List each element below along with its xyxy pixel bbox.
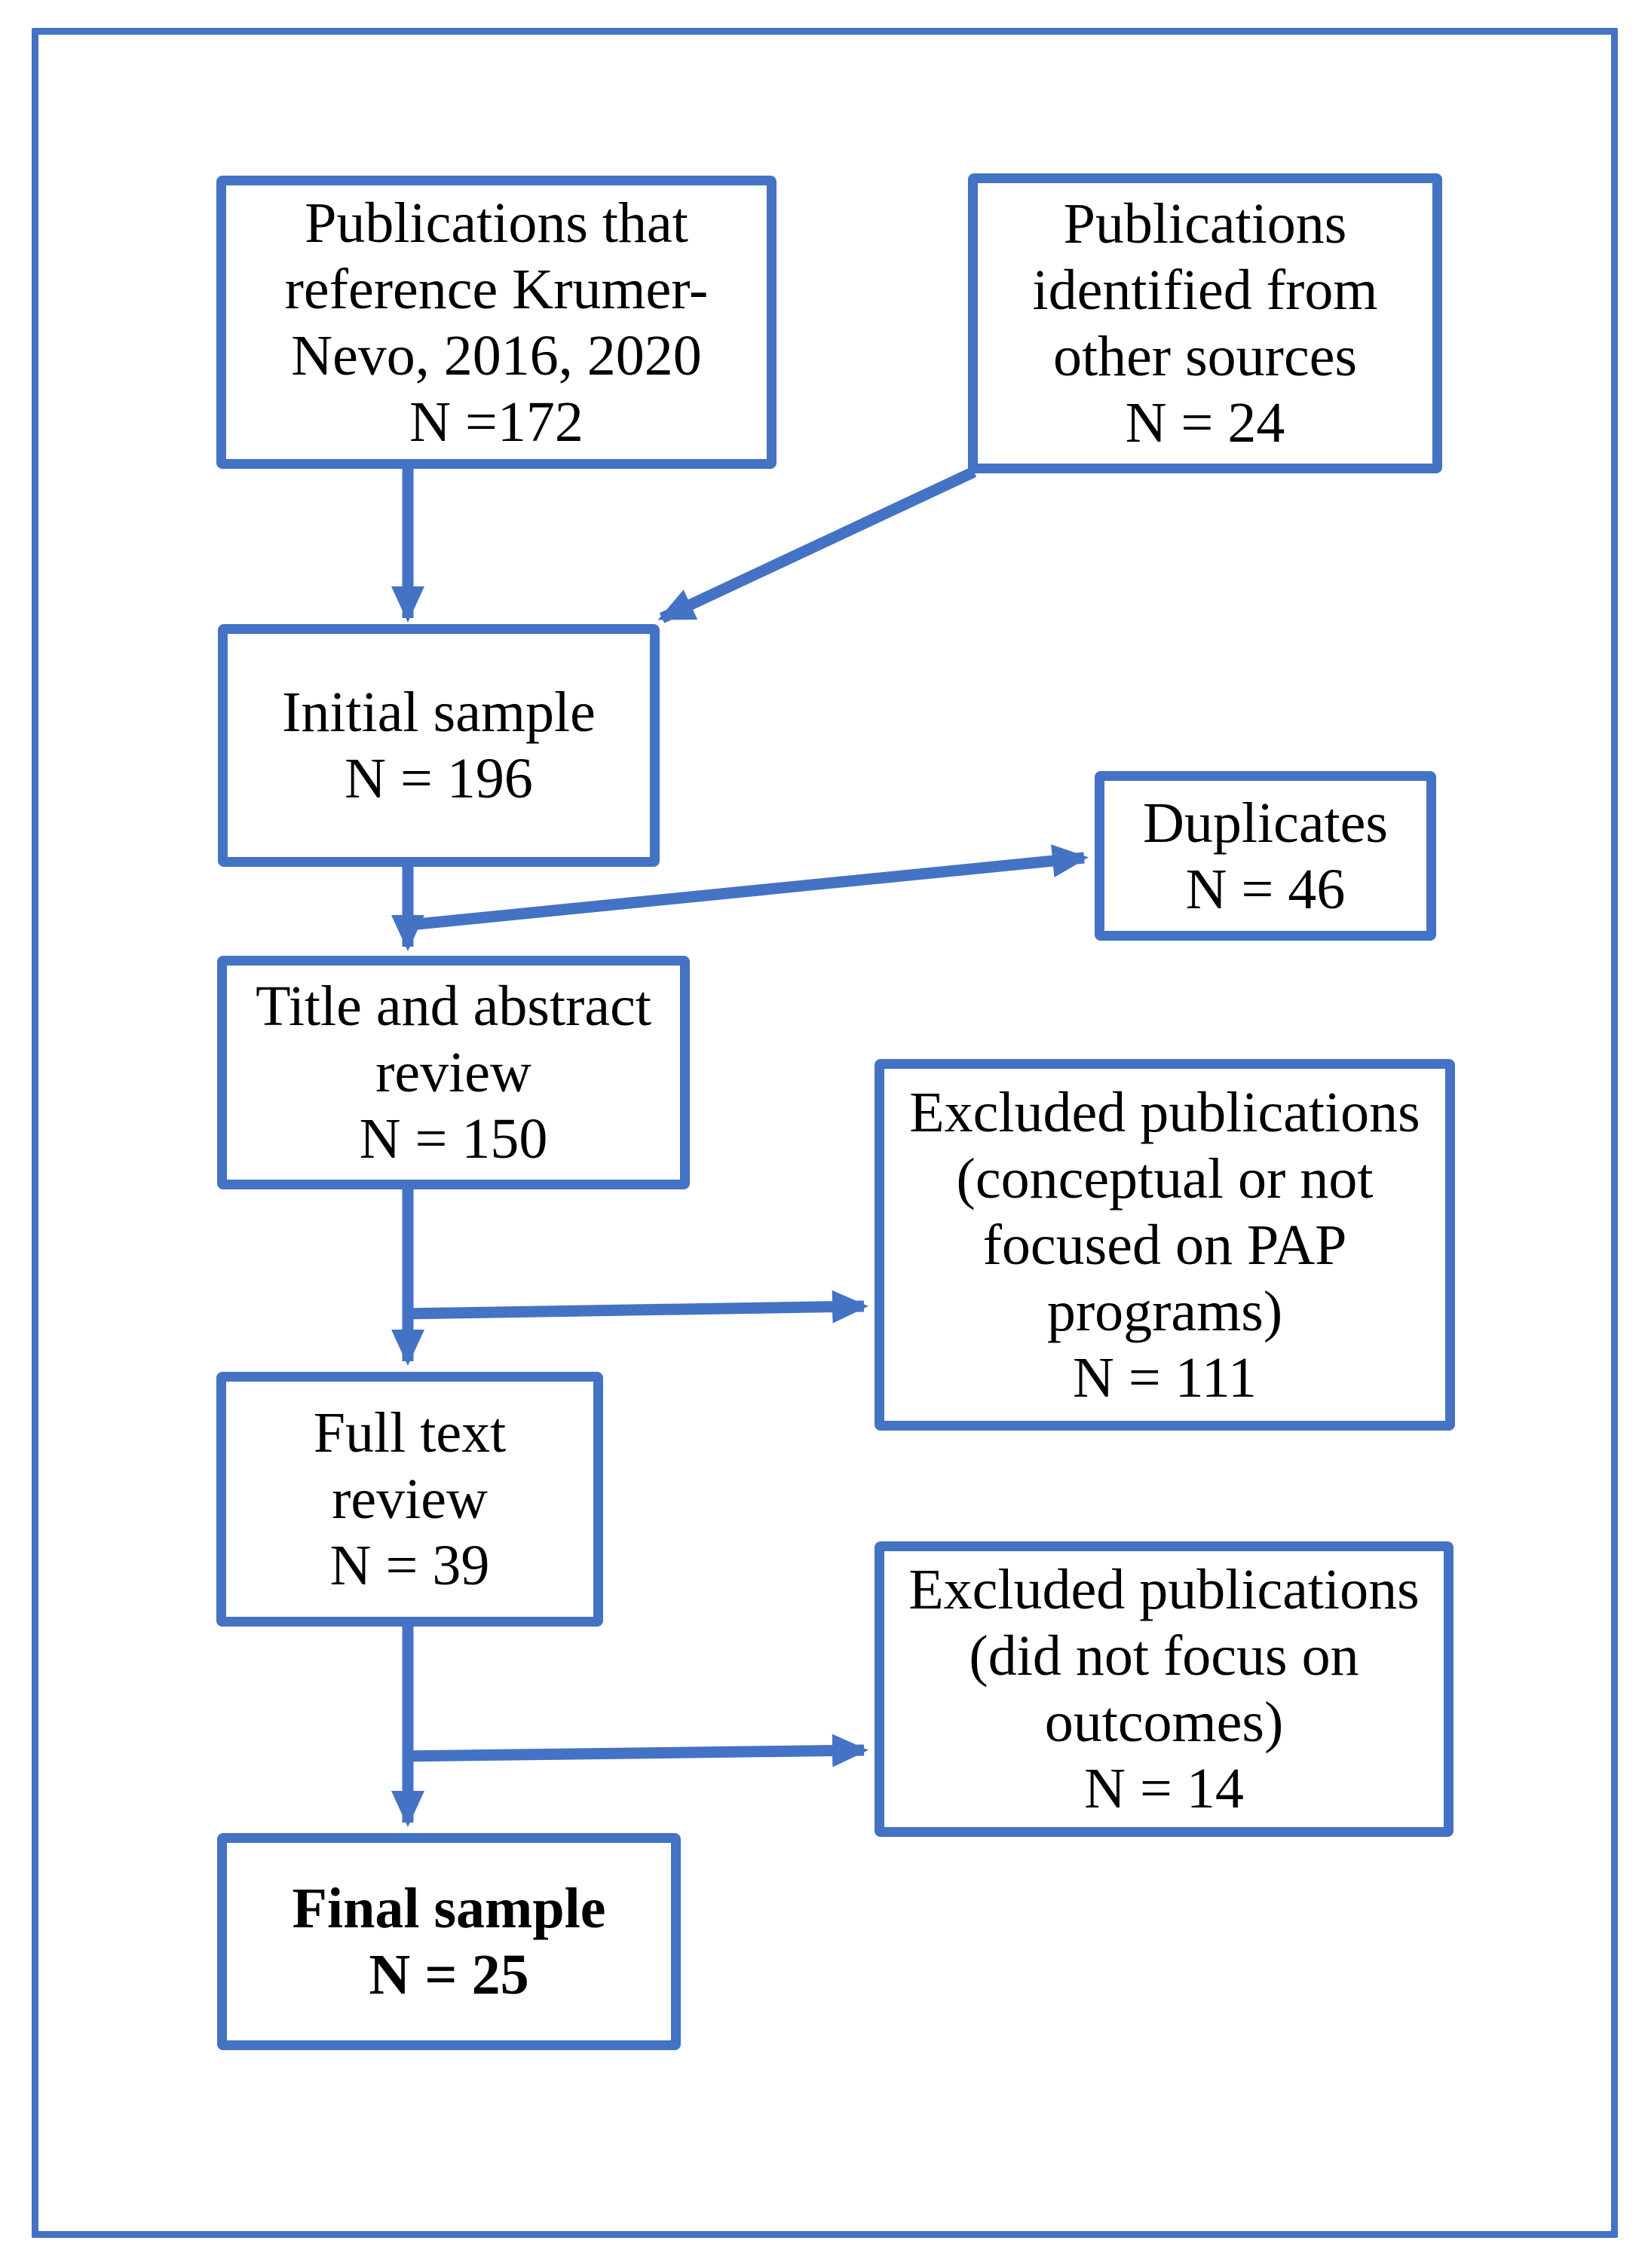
box-text-line: Excluded publications — [909, 1080, 1420, 1144]
box-excluded-conceptual: Excluded publications (conceptual or not… — [875, 1059, 1455, 1431]
arrow-branch-to-duplicates — [402, 844, 1089, 932]
box-text-line: outcomes) — [1044, 1691, 1284, 1754]
arrow-othersources-to-initial — [657, 467, 977, 623]
box-text-line: review — [332, 1468, 488, 1531]
box-text-line: N = 196 — [345, 747, 533, 810]
box-other-sources: Publications identified from other sourc… — [968, 173, 1442, 473]
box-text-line: N = 39 — [329, 1534, 490, 1597]
arrow-branch-to-excluded-conceptual — [402, 1290, 868, 1324]
box-source-publications: Publications that reference Krumer- Nevo… — [216, 176, 777, 469]
box-text-line: review — [375, 1041, 531, 1104]
box-text-line: focused on PAP — [982, 1213, 1347, 1277]
box-text-line: programs) — [1046, 1279, 1283, 1343]
box-text-line: N = 14 — [1084, 1757, 1244, 1820]
box-text-line: (did not focus on — [969, 1624, 1359, 1688]
box-initial-sample: Initial sample N = 196 — [218, 624, 660, 867]
box-text-line: N =172 — [409, 390, 584, 454]
box-text-line: identified from — [1032, 259, 1378, 322]
box-duplicates: Duplicates N = 46 — [1095, 771, 1436, 941]
box-excluded-outcomes: Excluded publications (did not focus on … — [875, 1541, 1453, 1837]
box-text-line: (conceptual or not — [956, 1146, 1374, 1211]
box-text-line: Publications — [1063, 192, 1347, 256]
arrow-branch-to-excluded-outcomes — [402, 1734, 868, 1768]
box-full-text-review: Full text review N = 39 — [216, 1372, 603, 1627]
box-text-line: N = 24 — [1125, 391, 1285, 455]
page-border-frame — [32, 28, 1618, 2238]
box-text-line: Final sample — [292, 1877, 606, 1940]
box-text-line: N = 150 — [359, 1107, 548, 1171]
box-text-line: Title and abstract — [256, 975, 651, 1038]
box-text-line: N = 25 — [369, 1943, 529, 2006]
box-text-line: N = 111 — [1072, 1345, 1257, 1409]
box-text-line: Duplicates — [1142, 791, 1388, 855]
box-final-sample: Final sample N = 25 — [217, 1833, 681, 2050]
box-text-line: Nevo, 2016, 2020 — [291, 323, 702, 387]
box-title-abstract-review: Title and abstract review N = 150 — [217, 956, 690, 1189]
box-text-line: other sources — [1052, 325, 1358, 388]
box-text-line: Initial sample — [282, 681, 596, 744]
box-text-line: Publications that — [305, 191, 688, 255]
box-text-line: Excluded publications — [908, 1558, 1420, 1621]
box-text-line: N = 46 — [1185, 857, 1346, 921]
box-text-line: Full text — [313, 1401, 507, 1465]
box-text-line: reference Krumer- — [284, 257, 709, 321]
